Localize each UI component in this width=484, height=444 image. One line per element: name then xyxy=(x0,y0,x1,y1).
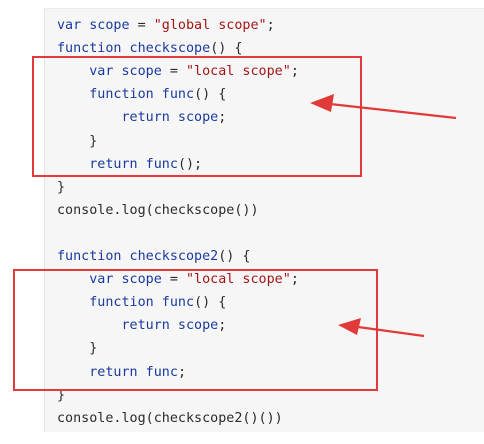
code-token-end: ; xyxy=(290,64,299,80)
code-token-kw1: function xyxy=(57,41,122,57)
code-token-kw1: return xyxy=(89,156,138,172)
code-token-ident: scope xyxy=(169,318,219,334)
code-token-indent xyxy=(57,295,89,310)
code-token-rest: } xyxy=(89,133,98,149)
code-token-kw1: var xyxy=(89,272,114,288)
code-token-name: func xyxy=(137,156,178,172)
code-token-ident: scope xyxy=(169,110,219,126)
code-line: var scope = "local scope"; xyxy=(57,268,299,291)
code-token-kw1: function xyxy=(89,295,154,311)
code-token-indent xyxy=(57,87,89,102)
code-token-indent xyxy=(57,272,89,287)
code-token-kw1: var xyxy=(89,64,114,80)
code-token-kw1: function xyxy=(89,87,154,103)
code-token-rest: () { xyxy=(194,295,227,311)
code-token-str: "local scope" xyxy=(186,64,291,80)
code-line: var scope = "local scope"; xyxy=(57,60,299,83)
code-token-ident: scope xyxy=(113,272,162,288)
code-line: console.log(checkscope()) xyxy=(57,199,259,222)
code-token-name: checkscope xyxy=(121,41,211,57)
code-token-eq: = xyxy=(161,272,186,288)
code-token-kw1: return xyxy=(121,318,170,334)
code-token-indent xyxy=(57,341,89,356)
code-line: } xyxy=(57,337,97,360)
code-token-end: ; xyxy=(218,110,227,126)
code-token-indent xyxy=(57,64,89,79)
code-token-indent xyxy=(57,318,122,333)
code-line: return func; xyxy=(57,361,186,384)
code-token-kw1: return xyxy=(121,110,170,126)
code-token-kw1: return xyxy=(89,364,138,380)
code-token-ident: scope xyxy=(113,64,162,80)
code-token-name: func xyxy=(153,87,195,103)
code-token-end: ; xyxy=(177,364,186,380)
code-token-name: func xyxy=(137,364,178,380)
code-line: function func() { xyxy=(57,291,226,314)
code-line: var scope = "global scope"; xyxy=(57,14,275,37)
code-line: } xyxy=(57,176,65,199)
code-token-indent xyxy=(57,134,89,149)
code-line: return scope; xyxy=(57,106,227,129)
code-token-name: func xyxy=(153,295,195,311)
code-token-end: ; xyxy=(266,18,275,33)
code-line: return scope; xyxy=(57,314,227,337)
code-token-eq: = xyxy=(129,18,154,33)
code-token-rest: (); xyxy=(177,156,203,172)
code-token-eq: = xyxy=(161,64,186,80)
code-token-end: ; xyxy=(218,318,227,334)
code-token-str: "local scope" xyxy=(186,272,291,288)
code-token-rest: } xyxy=(57,387,66,403)
code-token-str: "global scope" xyxy=(153,18,267,33)
code-token-kw1: var xyxy=(57,18,82,33)
code-token-rest: () { xyxy=(218,249,251,264)
code-token-rest: } xyxy=(89,341,98,357)
code-token-rest: console.log(checkscope2()()) xyxy=(57,410,283,426)
code-line: } xyxy=(57,384,65,407)
code-line: } xyxy=(57,130,97,153)
code-token-indent xyxy=(57,110,122,125)
code-token-rest: console.log(checkscope()) xyxy=(57,202,259,218)
code-token-indent xyxy=(57,365,89,380)
code-line: console.log(checkscope2()()) xyxy=(57,407,283,430)
code-token-rest: () { xyxy=(210,41,243,57)
code-line: function checkscope2() { xyxy=(57,245,251,268)
code-token-end: ; xyxy=(290,272,299,288)
code-token-name: checkscope2 xyxy=(121,249,219,264)
code-line: function func() { xyxy=(57,83,226,106)
code-token-rest: } xyxy=(57,179,66,195)
code-token-indent xyxy=(57,157,89,172)
code-block xyxy=(44,8,484,432)
code-line: function checkscope() { xyxy=(57,37,242,60)
code-token-ident: scope xyxy=(81,18,130,33)
code-line: return func(); xyxy=(57,153,202,176)
code-token-kw1: function xyxy=(57,249,122,264)
code-token-rest: () { xyxy=(194,87,227,103)
